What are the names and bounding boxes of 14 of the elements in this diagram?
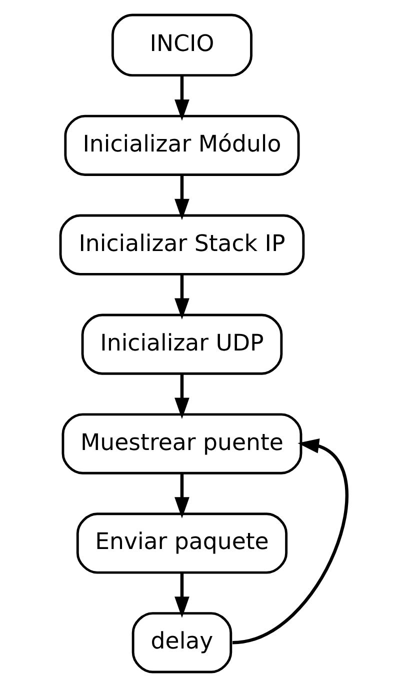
node-box: Inicializar UDP [80,314,282,375]
arrow [174,473,189,518]
node-box: Inicializar Módulo [64,114,300,176]
arrow [232,438,348,644]
arrow [174,75,189,121]
arrow [174,374,189,419]
arrow [174,572,189,618]
node-box: INCIO [110,14,252,77]
node-box: Muestrear puente [61,413,302,474]
arrow [174,174,189,220]
node-box: delay [131,612,232,674]
arrow [174,274,189,320]
node-box: Enviar paquete [76,512,288,574]
node-box: Inicializar Stack IP [58,214,304,276]
